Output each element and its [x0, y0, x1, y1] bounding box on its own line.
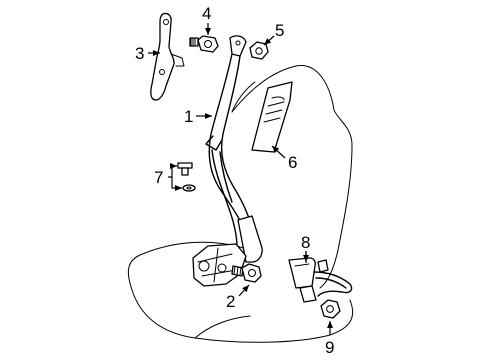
- callout-labels: 1 2 3 4 5 6 7 8 9: [135, 4, 334, 357]
- leader-6: [271, 145, 286, 159]
- belt-guide: [251, 81, 293, 153]
- callout-4: 4: [202, 4, 211, 23]
- seat-belt-webbing: [192, 35, 263, 287]
- leader-7-upper: [168, 163, 177, 178]
- leader-lines: [148, 23, 333, 335]
- seat-belt-buckle: [288, 257, 353, 303]
- leader-2: [238, 284, 250, 297]
- anchor-bolt-upper: [189, 35, 219, 53]
- anchor-bolt-lower: [231, 263, 262, 283]
- callout-8: 8: [301, 233, 310, 252]
- callout-6: 6: [288, 153, 297, 172]
- leader-5: [263, 35, 275, 46]
- bolt-and-washer: [177, 162, 196, 192]
- callout-2: 2: [226, 292, 235, 311]
- nut-lower: [320, 299, 341, 319]
- callout-5: 5: [275, 21, 284, 40]
- leader-7-lower: [171, 177, 182, 191]
- seat-back-outline: [231, 65, 353, 289]
- callout-3: 3: [135, 44, 144, 63]
- nut-upper: [249, 41, 269, 60]
- callout-9: 9: [325, 338, 334, 357]
- shoulder-anchor-bracket: [150, 12, 185, 101]
- callout-7: 7: [154, 168, 163, 187]
- callout-1: 1: [184, 107, 193, 126]
